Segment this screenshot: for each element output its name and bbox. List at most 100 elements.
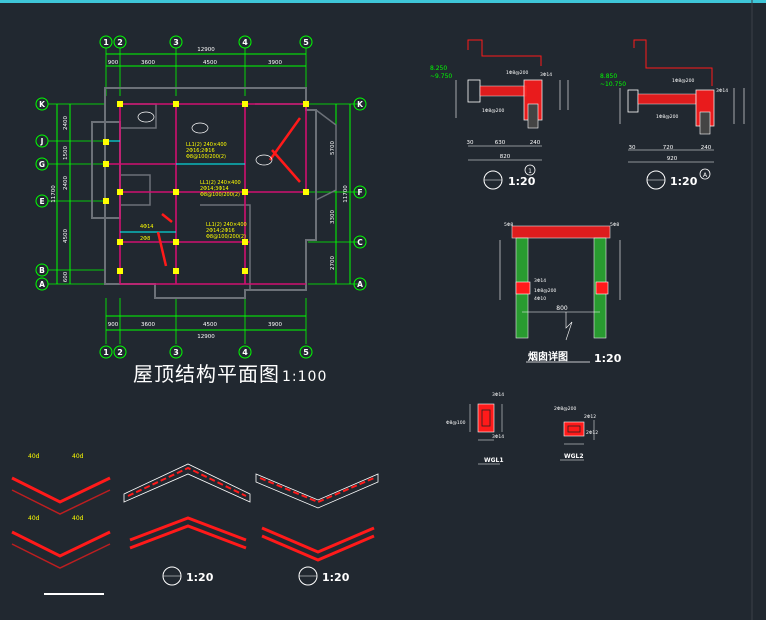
beam-detail-wgl2: 2Φ8@200 2Φ12 2Φ12 WGL2 (554, 406, 598, 461)
svg-text:30: 30 (629, 145, 636, 151)
axis-label: K (357, 100, 364, 109)
svg-text:4500: 4500 (203, 60, 217, 66)
svg-text:WGL2: WGL2 (564, 453, 584, 460)
svg-text:4Φ10: 4Φ10 (534, 296, 546, 302)
svg-text:1:20: 1:20 (670, 175, 698, 188)
axis-label: K (39, 100, 46, 109)
svg-text:5700: 5700 (330, 141, 336, 155)
svg-text:3Φ14: 3Φ14 (534, 278, 546, 284)
axis-label: 5 (303, 38, 309, 47)
plan-dim-top-total: 12900 (197, 47, 215, 53)
svg-text:40d: 40d (28, 453, 40, 460)
svg-text:4Φ14: 4Φ14 (140, 224, 153, 230)
svg-text:3Φ14: 3Φ14 (492, 434, 504, 440)
section-1-detail: 30 630 240 820 8.250 ~9.750 1Φ8@200 3Φ14 1… (430, 39, 569, 190)
window-top-border (0, 0, 766, 3)
svg-text:3900: 3900 (268, 60, 282, 66)
svg-text:5Φ8: 5Φ8 (610, 222, 619, 228)
axis-label: F (357, 188, 362, 197)
axis-bubbles-top (99, 35, 313, 359)
svg-text:1500: 1500 (63, 146, 69, 160)
svg-text:LL1(2) 240×400: LL1(2) 240×400 (186, 142, 227, 148)
svg-text:1Φ8@200: 1Φ8@200 (534, 288, 556, 294)
svg-text:40d: 40d (72, 453, 84, 460)
svg-text:30: 30 (467, 140, 474, 146)
roof-plan: LL1(2) 240×400 2Φ16;2Φ16 Φ8@100/200(2) L… (35, 35, 367, 359)
svg-text:920: 920 (667, 156, 678, 162)
axis-label: E (39, 197, 44, 206)
svg-text:Φ8@100/200(2): Φ8@100/200(2) (200, 192, 240, 198)
svg-text:8.850: 8.850 (600, 73, 617, 80)
axis-label: 1 (103, 348, 109, 357)
svg-text:3300: 3300 (330, 210, 336, 224)
svg-text:720: 720 (663, 145, 674, 151)
svg-text:~10.750: ~10.750 (600, 81, 626, 88)
svg-text:2Φ16;2Φ16: 2Φ16;2Φ16 (186, 148, 215, 154)
svg-text:800: 800 (556, 305, 568, 312)
svg-text:Φ8@100/200(2): Φ8@100/200(2) (186, 154, 226, 160)
svg-text:LL1(2) 240×400: LL1(2) 240×400 (206, 222, 247, 228)
svg-text:8.250: 8.250 (430, 65, 447, 72)
svg-text:900: 900 (108, 60, 119, 66)
svg-text:1:20: 1:20 (186, 571, 214, 584)
svg-text:240: 240 (701, 145, 712, 151)
axis-label: A (39, 280, 45, 289)
axis-label: 4 (242, 348, 248, 357)
axis-label: 3 (173, 38, 179, 47)
axis-label: A (357, 280, 363, 289)
axis-label: 2 (117, 38, 123, 47)
svg-text:WGL1: WGL1 (484, 457, 504, 464)
ridge-detail-3: 1:20 (255, 473, 379, 586)
plan-title: 屋顶结构平面图 (133, 362, 280, 386)
svg-text:11700: 11700 (343, 185, 349, 203)
svg-text:900: 900 (108, 322, 119, 328)
svg-text:3Φ14: 3Φ14 (492, 392, 504, 398)
svg-text:1Φ8@200: 1Φ8@200 (506, 70, 528, 76)
ridge-detail-2: 1:20 (123, 463, 251, 586)
svg-text:2700: 2700 (330, 256, 336, 270)
axis-label: 2 (117, 348, 123, 357)
svg-text:3Φ14: 3Φ14 (716, 88, 728, 94)
svg-text:A: A (703, 172, 708, 179)
svg-text:~9.750: ~9.750 (430, 73, 452, 80)
svg-text:630: 630 (495, 140, 506, 146)
section-A-detail: 30 720 240 920 8.850 ~10.750 1Φ8@200 3Φ14… (600, 39, 745, 190)
svg-text:2Φ12: 2Φ12 (584, 414, 596, 420)
svg-text:Φ8@100: Φ8@100 (446, 420, 466, 426)
svg-text:240: 240 (530, 140, 541, 146)
svg-text:2400: 2400 (63, 176, 69, 190)
svg-text:1: 1 (528, 168, 532, 175)
svg-text:3Φ14: 3Φ14 (540, 72, 552, 78)
svg-text:1Φ8@200: 1Φ8@200 (656, 114, 678, 120)
svg-text:600: 600 (63, 271, 69, 282)
svg-text:4500: 4500 (63, 229, 69, 243)
svg-text:3600: 3600 (141, 60, 155, 66)
plan-scale: 1:100 (282, 369, 328, 385)
svg-text:4500: 4500 (203, 322, 217, 328)
svg-text:烟囱详图: 烟囱详图 (528, 350, 568, 363)
axis-label: 1 (103, 38, 109, 47)
svg-text:40d: 40d (28, 515, 40, 522)
svg-text:2Φ14;3Φ14: 2Φ14;3Φ14 (200, 186, 229, 192)
svg-text:1:20: 1:20 (508, 175, 536, 188)
svg-text:1:20: 1:20 (594, 352, 622, 365)
svg-text:11700: 11700 (51, 185, 57, 203)
svg-text:2Φ12: 2Φ12 (586, 430, 598, 436)
svg-text:2Φ8@200: 2Φ8@200 (554, 406, 576, 412)
axis-label: 5 (303, 348, 309, 357)
axis-label: C (357, 238, 363, 247)
svg-text:LL1(2) 240×400: LL1(2) 240×400 (200, 180, 241, 186)
svg-text:40d: 40d (72, 515, 84, 522)
svg-text:3900: 3900 (268, 322, 282, 328)
svg-text:2Φ14;2Φ16: 2Φ14;2Φ16 (206, 228, 235, 234)
axis-label: G (39, 160, 45, 169)
axis-label: B (39, 266, 45, 275)
svg-text:1:20: 1:20 (322, 571, 350, 584)
svg-text:2Φ8: 2Φ8 (140, 236, 150, 242)
axis-label: J (40, 137, 44, 146)
svg-text:820: 820 (500, 154, 511, 160)
